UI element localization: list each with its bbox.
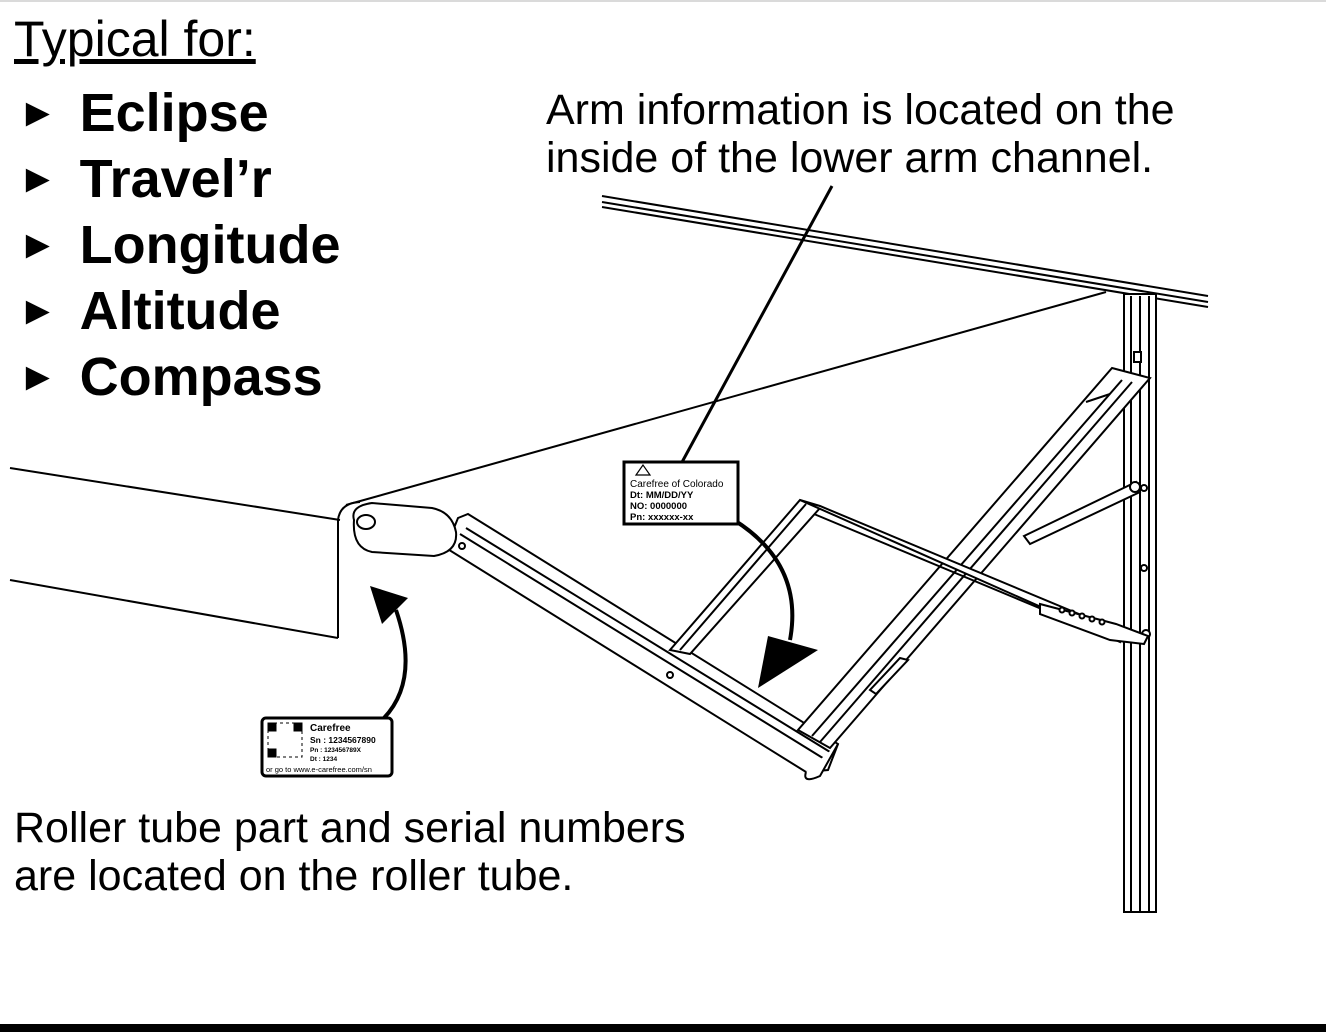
bullet-triangle-icon: ► [18, 289, 58, 333]
roller-label-brand: Carefree [310, 723, 351, 734]
upper-arm [796, 366, 1152, 750]
model-name: Compass [79, 347, 323, 407]
cross-strut [668, 498, 1150, 656]
arm-leader-line [679, 185, 834, 465]
arm-info-callout: Arm information is located on the inside… [546, 86, 1175, 182]
model-item-compass: ► Compass [18, 344, 341, 410]
typical-for-heading: Typical for: [14, 11, 256, 67]
model-item-longitude: ► Longitude [18, 212, 341, 278]
arm-label-brand: Carefree of Colorado [630, 479, 724, 490]
model-name: Travel’r [79, 149, 272, 209]
gas-strut [1022, 480, 1142, 546]
roller-serial-label: Carefree Sn : 1234567890 Pn : 123456789X… [260, 716, 394, 778]
roller-label-date: Dt : 1234 [310, 756, 337, 763]
bullet-triangle-icon: ► [18, 91, 58, 135]
roller-label-url: or go to www.e-carefree.com/sn [266, 765, 372, 774]
bullet-triangle-icon: ► [18, 157, 58, 201]
model-item-travelr: ► Travel’r [18, 146, 341, 212]
arm-label-part: Pn: xxxxxx-xx [630, 512, 694, 523]
awning-fabric [9, 291, 1107, 639]
bullet-triangle-icon: ► [18, 355, 58, 399]
warning-triangle-icon [634, 463, 652, 476]
arm-label-number: NO: 0000000 [630, 501, 687, 512]
roller-callout-line-1: Roller tube part and serial numbers [14, 804, 686, 852]
arm-label-date: Dt: MM/DD/YY [630, 490, 694, 501]
model-name: Longitude [79, 215, 341, 275]
model-item-altitude: ► Altitude [18, 278, 341, 344]
roller-arrow [370, 586, 408, 720]
roller-callout-line-2: are located on the roller tube. [14, 852, 574, 900]
vertical-rail [1123, 293, 1157, 913]
model-name: Altitude [79, 281, 281, 341]
model-item-eclipse: ► Eclipse [18, 80, 341, 146]
roller-end-cap [352, 501, 458, 558]
roller-info-callout: Roller tube part and serial numbers are … [14, 804, 686, 900]
awning-rail [601, 195, 1209, 308]
qr-code-icon [267, 722, 303, 758]
bullet-triangle-icon: ► [18, 223, 58, 267]
arm-info-label: Carefree of Colorado Dt: MM/DD/YY NO: 00… [622, 460, 740, 526]
bottom-border [0, 1024, 1326, 1032]
model-name: Eclipse [79, 83, 269, 143]
arm-callout-line-2: inside of the lower arm channel. [546, 134, 1154, 182]
model-list: ►Eclipse ►Travel’r ►Longitude ►Altitude … [18, 80, 341, 410]
arm-callout-line-1: Arm information is located on the [546, 86, 1175, 134]
arm-arrow [732, 518, 818, 688]
roller-label-part: Pn : 123456789X [310, 747, 362, 754]
roller-label-serial: Sn : 1234567890 [310, 735, 376, 745]
